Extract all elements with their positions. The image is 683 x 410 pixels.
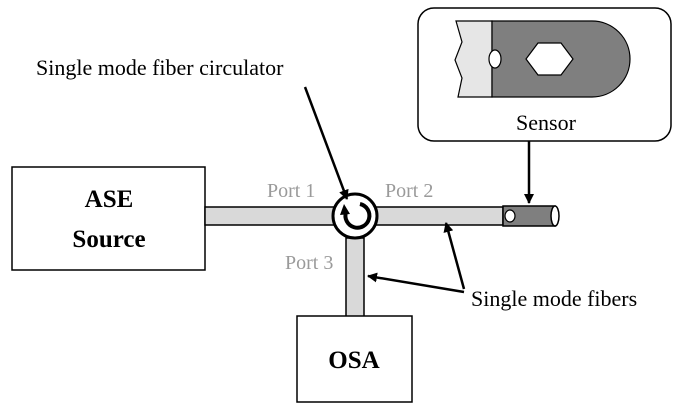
- port3-label: Port 3: [285, 252, 333, 274]
- circulator-pointer-arrow: [303, 86, 349, 200]
- port1-label: Port 1: [267, 180, 315, 202]
- osa-block: OSA: [296, 315, 413, 403]
- circulator-label: Single mode fiber circulator: [36, 55, 284, 80]
- sensor-closeup-image: [454, 20, 631, 98]
- sensor-closeup-gap: [488, 49, 502, 69]
- ase-source-label-line2: Source: [72, 226, 145, 253]
- ase-source-label-line1: ASE: [85, 186, 134, 213]
- circulator-rotation-arrow: [343, 202, 372, 230]
- osa-label: OSA: [328, 347, 379, 374]
- sensor-probe: [502, 205, 560, 227]
- fiber-port3: [345, 237, 365, 318]
- sensor-closeup-fiber: [454, 20, 493, 98]
- sensor-probe-end: [550, 205, 560, 227]
- circulator: [331, 192, 379, 240]
- fibers-pointer-arrow-upper: [443, 222, 466, 290]
- ase-source-block: ASE Source: [11, 166, 206, 271]
- ase-source-box: [11, 166, 206, 271]
- fiber-port2: [369, 206, 504, 226]
- sensor-callout: Sensor: [417, 7, 672, 142]
- osa-box: [296, 315, 413, 403]
- circulator-arrowhead-icon: [340, 204, 350, 215]
- sensor-probe-cavity: [504, 209, 516, 223]
- fiber-port1: [204, 206, 341, 226]
- sensor-closeup-hexagon: [525, 42, 574, 76]
- sensor-label: Sensor: [516, 110, 577, 135]
- fibers-pointer-arrow-lower: [367, 272, 465, 294]
- fibers-label: Single mode fibers: [471, 286, 637, 311]
- port2-label: Port 2: [385, 180, 433, 202]
